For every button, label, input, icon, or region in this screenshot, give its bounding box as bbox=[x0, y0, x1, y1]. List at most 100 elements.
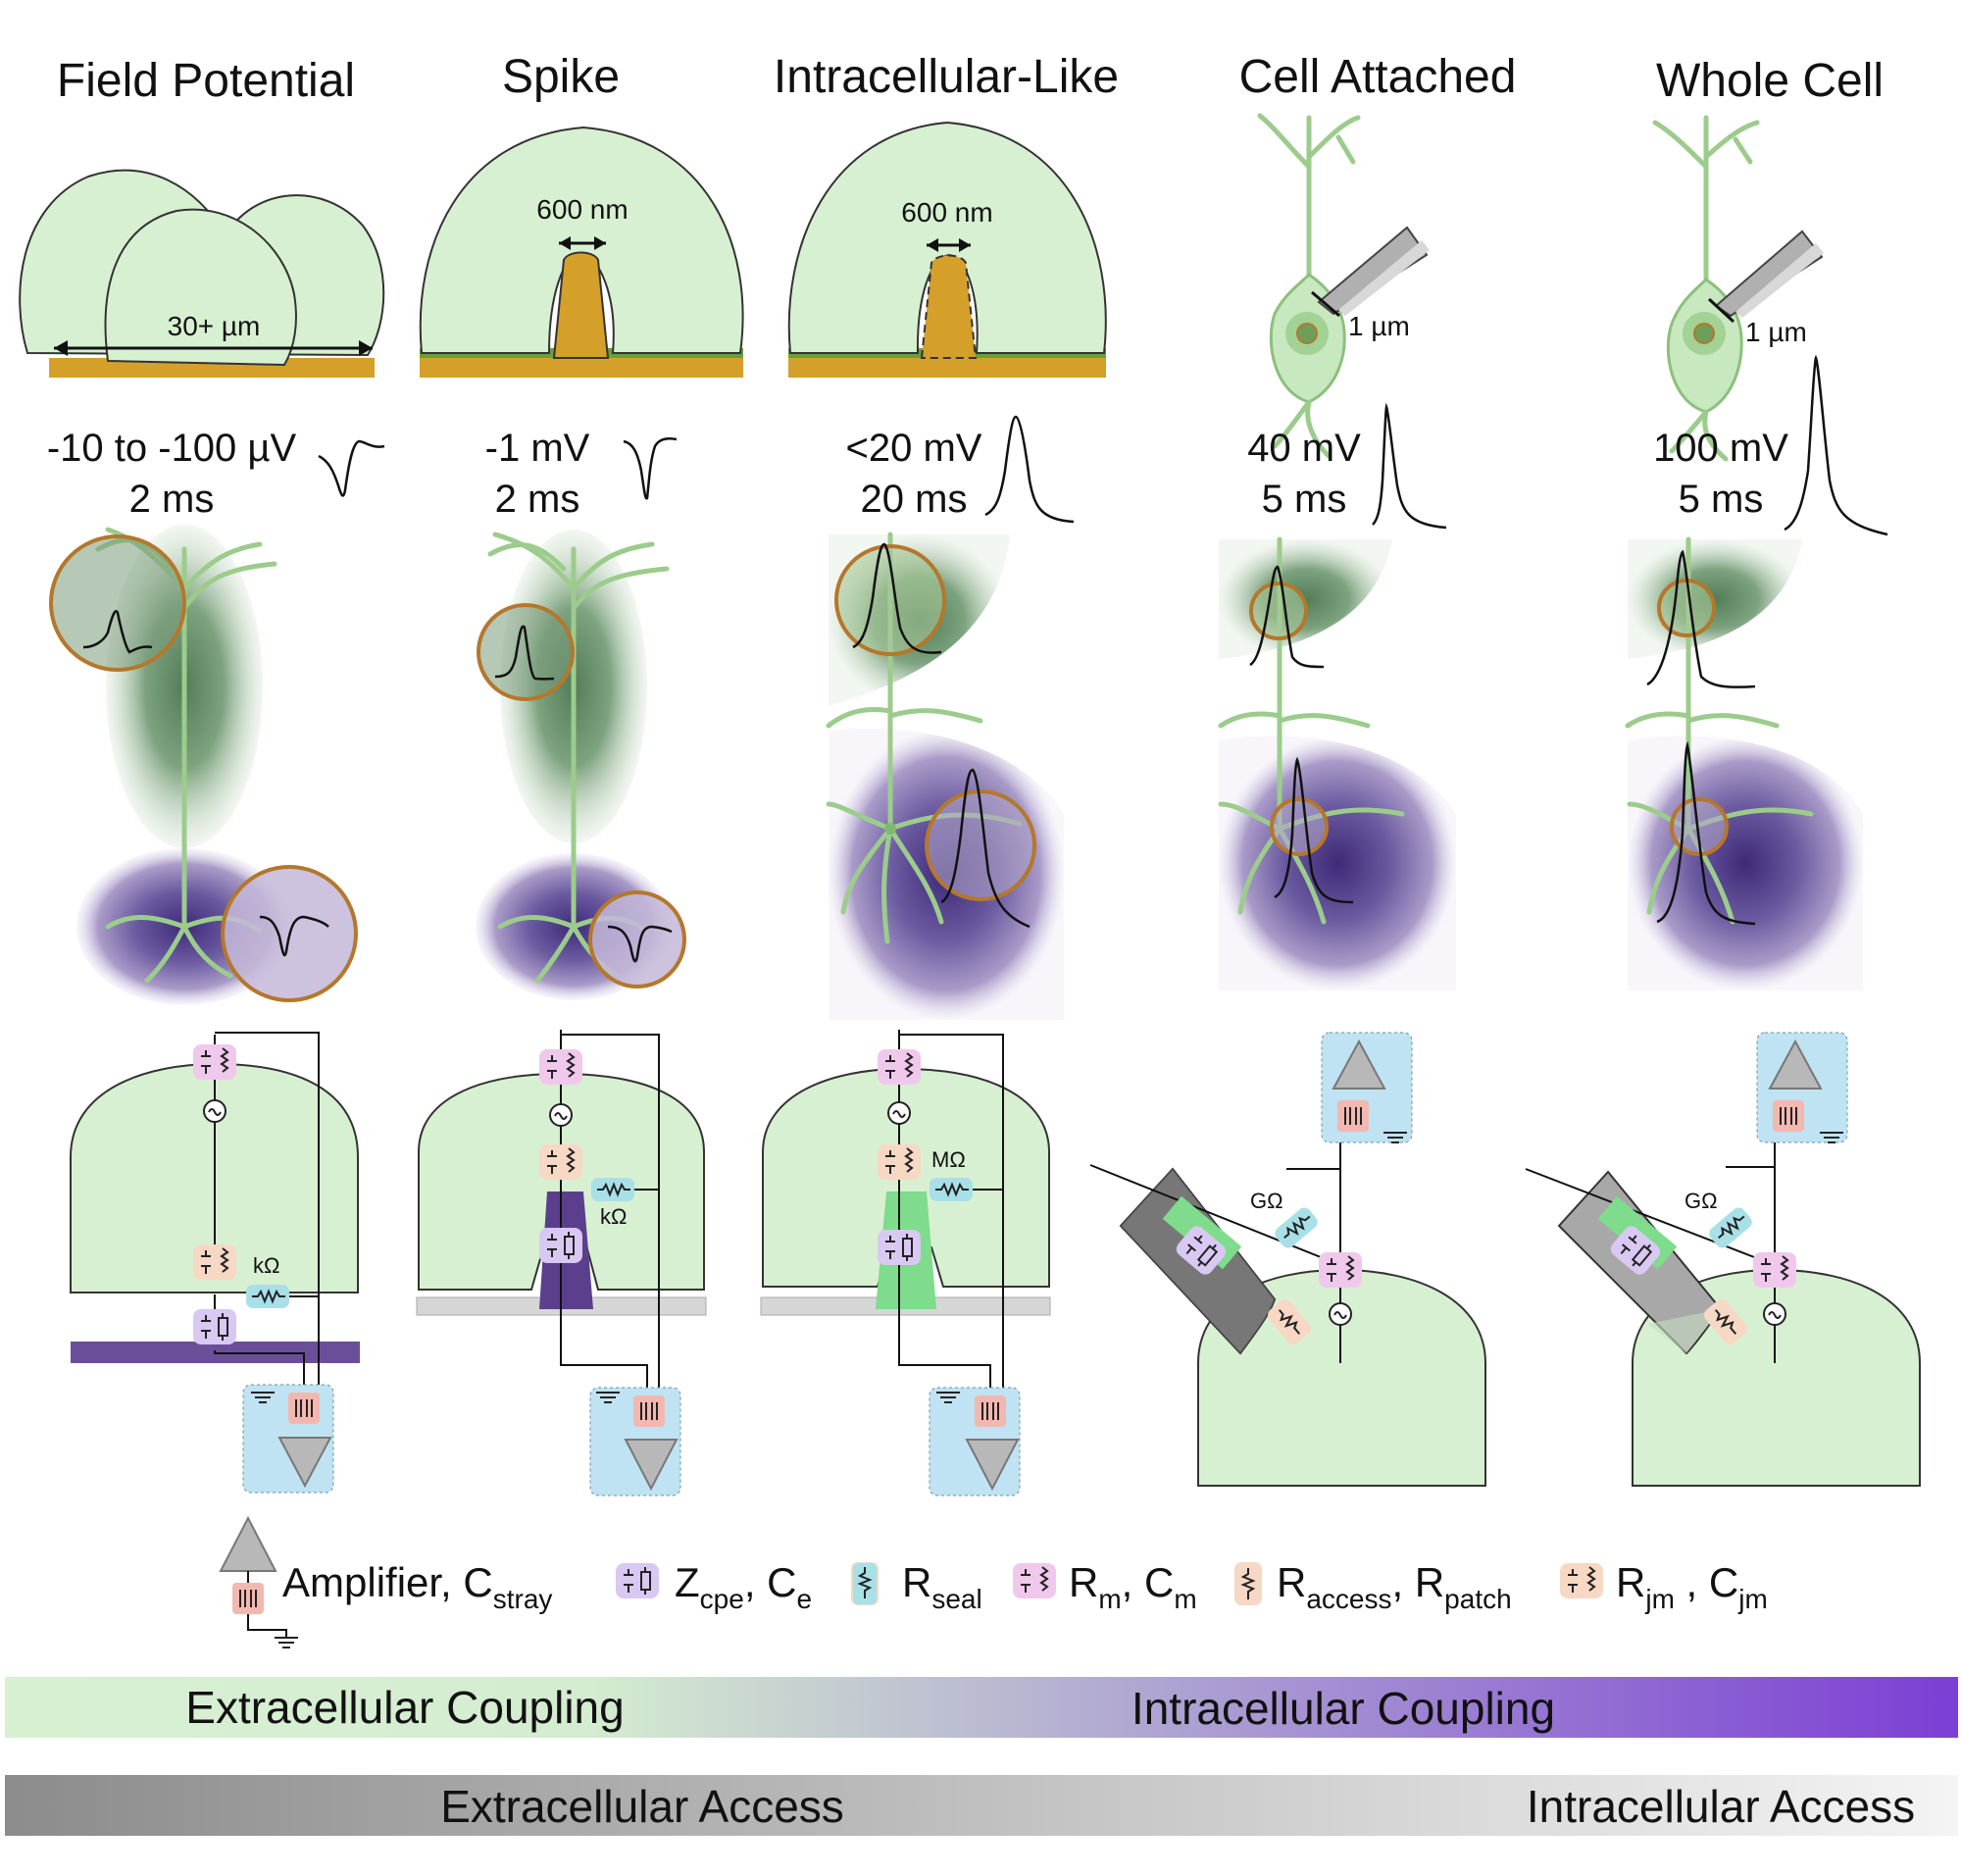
amplifier-symbol bbox=[1332, 1039, 1386, 1090]
spike-neuron bbox=[476, 530, 686, 1000]
probe-circle bbox=[49, 534, 186, 672]
intracellular-like-geometry: 600 nm bbox=[787, 121, 1107, 378]
intracellular-like-neuron bbox=[826, 532, 1064, 1020]
size-label: 600 nm bbox=[901, 197, 992, 228]
field-potential-geometry: 30+ µm bbox=[19, 169, 385, 378]
probe-circle bbox=[1670, 797, 1729, 856]
coupling-gradient-bar bbox=[5, 1677, 1958, 1738]
legend-rjm-cjm-icon bbox=[1559, 1562, 1604, 1599]
ground-legend-icon bbox=[274, 1637, 299, 1648]
panel-title-intracellular-like: Intracellular-Like bbox=[774, 51, 1119, 103]
legend: Amplifier, Cstray Zcpe, Ce Rseal Rm, Cm … bbox=[219, 1515, 1768, 1648]
waveform-trace bbox=[623, 437, 678, 500]
size-label: 1 µm bbox=[1745, 317, 1807, 347]
ac-source-symbol bbox=[549, 1103, 573, 1127]
cell-attached-neuron bbox=[1218, 536, 1456, 990]
cell-attached-geometry: 1 µm bbox=[1257, 113, 1430, 459]
cstray-component bbox=[632, 1394, 666, 1428]
legend-raccess-icon bbox=[1233, 1561, 1263, 1606]
amplitude-label: -1 mV bbox=[485, 427, 590, 470]
cell-attached-circuit: GΩ bbox=[1089, 1032, 1486, 1487]
amplifier-symbol bbox=[1768, 1039, 1823, 1090]
field-potential-circuit: kΩ bbox=[70, 1032, 360, 1494]
amplifier-symbol bbox=[277, 1437, 332, 1489]
probe-circle bbox=[925, 789, 1036, 901]
size-label: 1 µm bbox=[1348, 311, 1410, 341]
cstray-component bbox=[1336, 1099, 1370, 1133]
rm-cm-component bbox=[192, 1043, 237, 1081]
waveform-trace bbox=[1784, 354, 1888, 536]
zcpe-ce-component bbox=[192, 1308, 237, 1345]
waveform-trace bbox=[318, 439, 385, 497]
probe-circle bbox=[1270, 797, 1329, 856]
amplifier-symbol bbox=[624, 1439, 679, 1492]
seal-resistor bbox=[245, 1284, 290, 1309]
duration-label: 2 ms bbox=[129, 478, 215, 521]
duration-label: 2 ms bbox=[495, 478, 580, 521]
cstray-component bbox=[287, 1392, 321, 1425]
seal-resistor bbox=[929, 1177, 974, 1202]
probe-circle bbox=[588, 890, 686, 989]
amplitude-label: -10 to -100 µV bbox=[47, 427, 297, 470]
whole-cell-circuit: GΩ bbox=[1525, 1032, 1921, 1487]
panel-title-whole-cell: Whole Cell bbox=[1656, 55, 1884, 107]
amplitude-label: 100 mV bbox=[1653, 427, 1788, 470]
resistance-label: GΩ bbox=[1250, 1189, 1283, 1213]
probe-circle bbox=[477, 603, 575, 701]
rjm-cjm-component bbox=[538, 1143, 583, 1181]
size-label: 600 nm bbox=[536, 194, 628, 225]
probe-circle bbox=[1249, 582, 1308, 640]
zcpe-ce-component bbox=[877, 1229, 922, 1266]
legend-zcpe-text: Zcpe, Ce bbox=[675, 1559, 812, 1614]
access-right-label: Intracellular Access bbox=[1527, 1781, 1915, 1832]
access-gradient-bar bbox=[5, 1775, 1958, 1836]
rjm-cjm-component bbox=[877, 1143, 922, 1181]
duration-label: 5 ms bbox=[1262, 478, 1347, 521]
ac-source-symbol bbox=[1763, 1302, 1786, 1326]
legend-amplifier-text: Amplifier, Cstray bbox=[282, 1559, 552, 1614]
spike-geometry: 600 nm bbox=[419, 126, 744, 378]
whole-cell-geometry: 1 µm bbox=[1652, 115, 1824, 462]
whole-cell-neuron bbox=[1625, 536, 1863, 990]
legend-rjm-cjm-text: Rjm , Cjm bbox=[1616, 1559, 1768, 1614]
rm-cm-component bbox=[877, 1048, 922, 1086]
resistance-label: kΩ bbox=[600, 1204, 627, 1229]
ac-source-symbol bbox=[1329, 1302, 1352, 1326]
rjm-cjm-component bbox=[192, 1243, 237, 1281]
waveform-trace bbox=[1372, 402, 1447, 530]
rm-cm-component bbox=[1318, 1251, 1363, 1289]
legend-rm-cm-icon bbox=[1012, 1562, 1057, 1599]
cstray-component bbox=[1772, 1099, 1805, 1133]
intracellular-like-circuit: MΩ bbox=[760, 1030, 1051, 1496]
legend-rseal-text: Rseal bbox=[902, 1559, 982, 1614]
waveform-trace bbox=[984, 415, 1075, 524]
seal-resistor bbox=[590, 1177, 635, 1202]
size-label: 30+ µm bbox=[168, 311, 261, 341]
coupling-right-label: Intracellular Coupling bbox=[1131, 1683, 1555, 1734]
panel-title-spike: Spike bbox=[502, 51, 620, 103]
rm-cm-component bbox=[1752, 1251, 1797, 1289]
access-left-label: Extracellular Access bbox=[440, 1781, 844, 1832]
field-potential-neuron bbox=[49, 525, 358, 1005]
legend-raccess-text: Raccess, Rpatch bbox=[1277, 1559, 1512, 1614]
panel-title-field-potential: Field Potential bbox=[57, 55, 355, 107]
ac-source-symbol bbox=[887, 1101, 911, 1125]
cstray-legend-icon bbox=[231, 1582, 265, 1615]
resistance-label: kΩ bbox=[253, 1253, 279, 1278]
legend-rm-cm-text: Rm, Cm bbox=[1069, 1559, 1197, 1614]
resistance-label: GΩ bbox=[1684, 1189, 1718, 1213]
rm-cm-component bbox=[538, 1048, 583, 1086]
cstray-component bbox=[974, 1394, 1007, 1428]
coupling-left-label: Extracellular Coupling bbox=[185, 1682, 624, 1733]
probe-circle bbox=[1657, 579, 1716, 637]
legend-zcpe-icon bbox=[615, 1562, 660, 1599]
resistance-label: MΩ bbox=[931, 1147, 966, 1172]
ac-source-symbol bbox=[203, 1099, 226, 1123]
spike-circuit: kΩ bbox=[416, 1030, 707, 1496]
amplitude-label: <20 mV bbox=[846, 427, 982, 470]
probe-circle bbox=[834, 544, 946, 656]
duration-label: 20 ms bbox=[861, 478, 968, 521]
zcpe-ce-component bbox=[538, 1227, 583, 1264]
panel-title-cell-attached: Cell Attached bbox=[1239, 51, 1517, 103]
